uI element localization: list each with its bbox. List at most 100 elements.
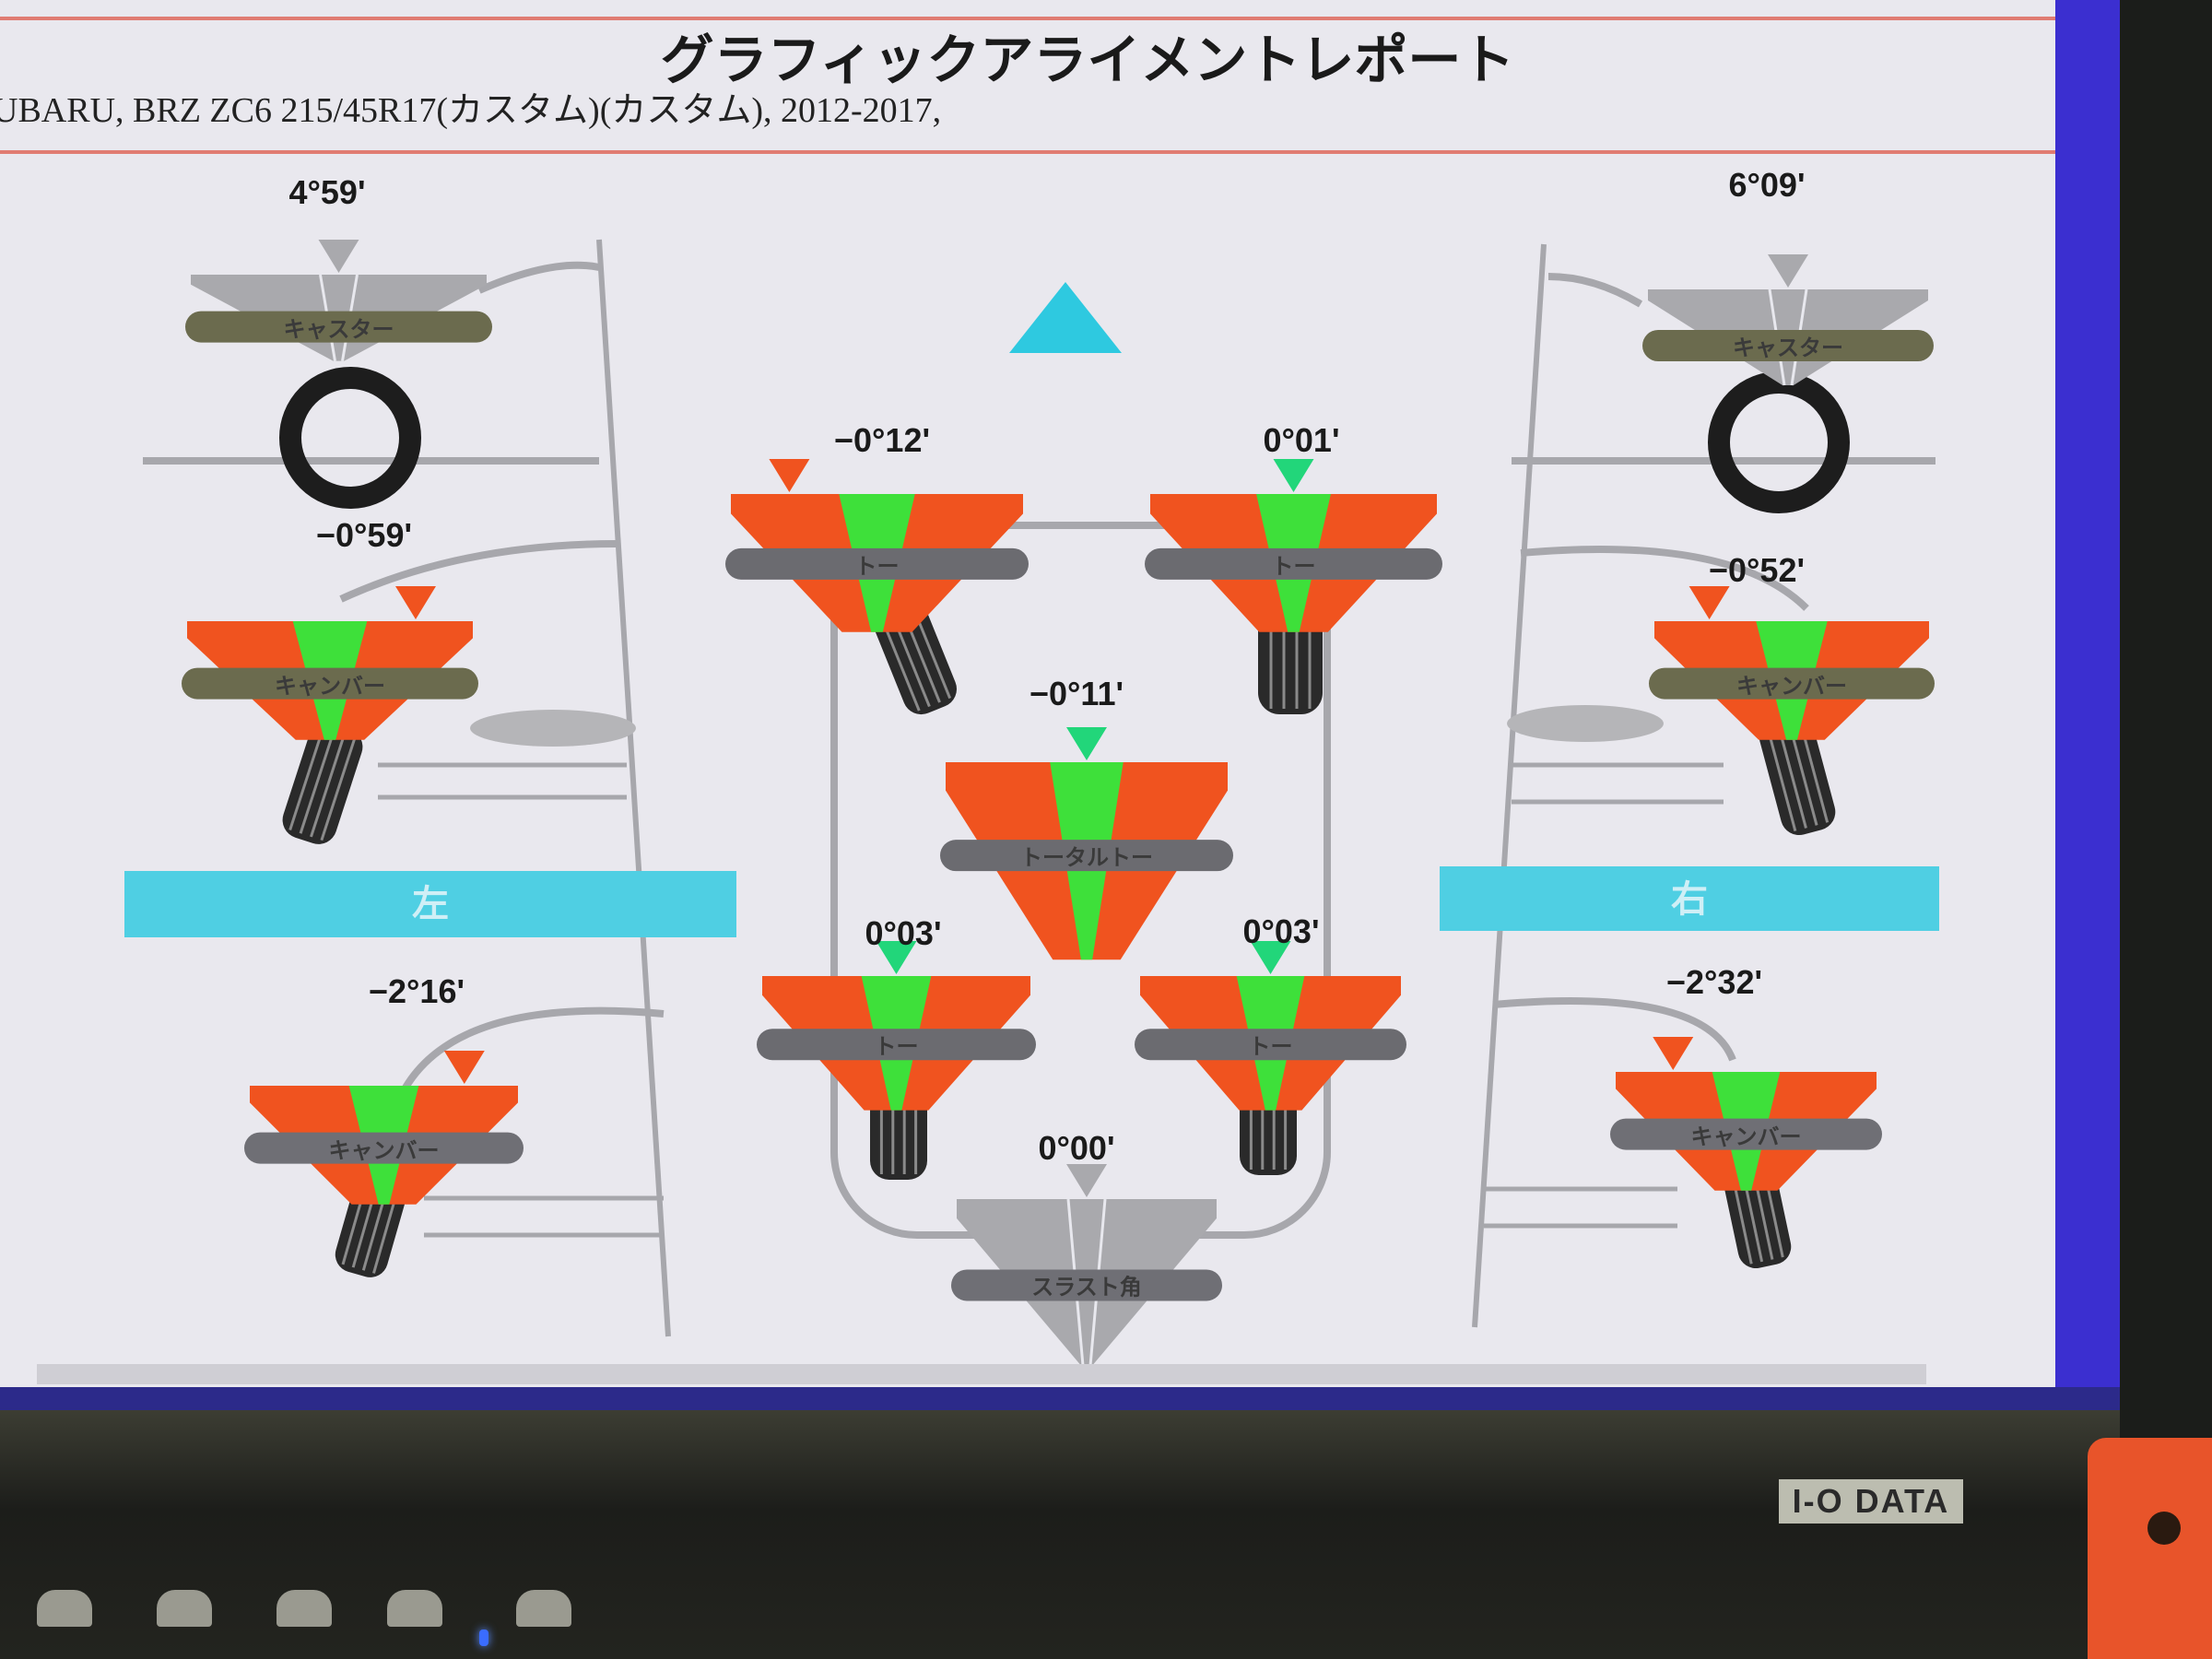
gauge-label: キャスター: [1733, 335, 1843, 361]
shadow-ellipse: [470, 710, 636, 747]
tire-tread: [288, 725, 325, 831]
gauge-pointer-icon: [769, 459, 810, 492]
gauge-left-caster: [185, 240, 492, 361]
gauge-value: 6°09': [1728, 166, 1806, 204]
monitor-bezel: [2120, 0, 2212, 1659]
monitor-power-button[interactable]: [516, 1590, 571, 1627]
gauge-label: トー: [854, 553, 900, 580]
gauge-value: 4°59': [288, 173, 366, 211]
window-border: [2055, 0, 2120, 1410]
tire-body: [1759, 712, 1836, 836]
forward-direction-arrow-icon: [1009, 282, 1122, 353]
gauge-label-pill: [1145, 547, 1442, 580]
gauge-label: キャスター: [283, 316, 394, 343]
tire-body: [282, 723, 363, 844]
gauge-right-caster: [1642, 254, 1934, 386]
tire-tread: [1776, 723, 1807, 829]
gauge-label-pill: [940, 840, 1233, 872]
gauge-value: −0°11': [1029, 675, 1124, 712]
gauge-pointer-icon: [1688, 586, 1730, 619]
tire-icon: [1759, 712, 1836, 836]
gauge-pointer-icon: [1066, 1164, 1107, 1197]
gauge-pointer-icon: [1273, 459, 1314, 492]
gauge-pointer-icon: [395, 586, 436, 619]
horizontal-scrollbar[interactable]: [37, 1364, 1926, 1384]
gauge-pointer-icon: [1768, 254, 1808, 288]
gauge-value: −2°32': [1665, 963, 1763, 1001]
monitor-button[interactable]: [157, 1590, 212, 1627]
gauge-thrust-angle: [951, 1164, 1222, 1366]
gauge-label-pill: [1610, 1118, 1882, 1150]
gauge-left-front-camber: [182, 586, 478, 740]
gauge-right-front-camber: [1649, 586, 1935, 740]
gauge-label: キャンバー: [275, 673, 385, 700]
gauge-label: キャンバー: [1690, 1124, 1802, 1150]
gauge-right-rear-camber: [1610, 1037, 1882, 1191]
gauge-label-pill: [1649, 667, 1935, 700]
divider: [0, 150, 2055, 154]
monitor-button[interactable]: [276, 1590, 332, 1627]
gauge-left-rear-camber: [244, 1051, 524, 1205]
right-reference-line: [1472, 243, 1547, 1328]
monitor-button[interactable]: [387, 1590, 442, 1627]
gauge-label-pill: [244, 1132, 524, 1164]
power-led: [479, 1630, 488, 1646]
stand-bracket-hole: [2147, 1512, 2181, 1545]
vehicle-info: UBARU, BRZ ZC6 215/45R17(カスタム)(カスタム), 20…: [0, 91, 942, 130]
gauge-label: キャンバー: [1736, 673, 1847, 700]
gauge-right-front-toe: [1145, 459, 1442, 632]
gauge-value: 0°03': [1242, 912, 1320, 950]
monitor-bezel: [0, 1410, 2120, 1659]
tire-tread: [310, 733, 347, 838]
gauge-label: トー: [1271, 553, 1316, 580]
gauge-value: 0°01': [1263, 421, 1340, 459]
gauge-label-pill: [951, 1269, 1222, 1301]
left-side-band: 左: [124, 871, 736, 937]
gauge-label-pill: [757, 1029, 1036, 1061]
gauge-label-pill: [1642, 330, 1934, 361]
gauge-label-pill: [725, 547, 1029, 580]
gauge-value: −2°16': [368, 972, 465, 1010]
gauge-left-rear-toe: [757, 941, 1036, 1111]
gauge-front-total-toe: [940, 727, 1233, 960]
gauge-value: −0°59': [315, 516, 413, 554]
gauge-label: トー: [1248, 1033, 1293, 1060]
gauge-pointer-icon: [876, 941, 917, 974]
gauge-pointer-icon: [443, 1051, 485, 1084]
gauge-pointer-icon: [318, 240, 359, 273]
wheel-ring-icon: [279, 367, 421, 509]
gauge-label: スラスト角: [1031, 1274, 1142, 1300]
linkage: [1492, 273, 1936, 1062]
gauge-label-pill: [182, 667, 478, 700]
gauge-value: −0°12': [833, 421, 931, 459]
tire-tread: [299, 729, 335, 834]
gauge-pointer-icon: [1066, 727, 1107, 760]
gauge-right-rear-toe: [1135, 941, 1406, 1111]
tire-tread: [320, 735, 357, 841]
tire-icon: [282, 723, 363, 844]
window-border: [0, 1387, 2120, 1410]
gauge-value: 0°03': [865, 914, 942, 952]
wheel-ring-icon: [1708, 371, 1850, 513]
gauge-pointer-icon: [1250, 941, 1291, 974]
right-side-band: 右: [1440, 866, 1939, 931]
page-title: グラフィックアライメントレポート: [660, 29, 1515, 91]
gauge-label: トー: [874, 1033, 919, 1060]
linkage: [142, 261, 665, 1090]
stand-bracket: [2088, 1438, 2212, 1659]
gauge-label: トータルトー: [1020, 844, 1153, 871]
left-reference-line: [596, 239, 671, 1337]
gauge-value: 0°00': [1038, 1129, 1115, 1167]
tire-tread: [1765, 725, 1797, 832]
gauge-label: キャンバー: [328, 1137, 440, 1164]
gauge-left-front-toe: [725, 459, 1029, 632]
gauge-label-pill: [1135, 1029, 1406, 1061]
gauge-label-pill: [185, 311, 492, 343]
gauge-value: −0°52': [1708, 551, 1806, 589]
shadow-ellipse: [1507, 705, 1664, 742]
divider: [0, 17, 2055, 20]
monitor-brand-logo: I-O DATA: [1779, 1479, 1963, 1524]
monitor-button[interactable]: [37, 1590, 92, 1627]
gauge-pointer-icon: [1653, 1037, 1694, 1070]
